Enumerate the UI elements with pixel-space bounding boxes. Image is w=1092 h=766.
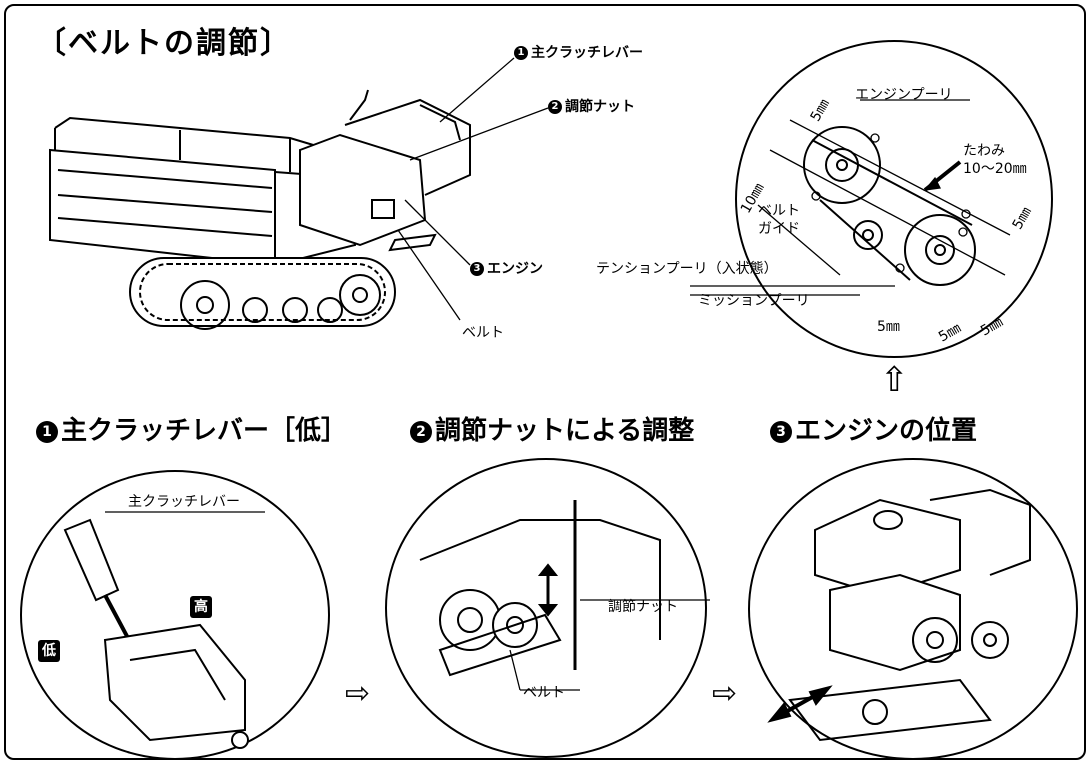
mission-pulley-label: ミッションプーリ <box>698 293 810 309</box>
step-number: 3 <box>770 420 792 443</box>
page-title: 〔ベルトの調節〕 <box>36 26 292 61</box>
callout-number: 3 <box>470 262 484 276</box>
up-arrow-icon: ⇧ <box>880 360 909 400</box>
step-text: 主クラッチレバー［低］ <box>61 416 348 446</box>
callout-text: 調節ナット <box>565 99 635 115</box>
step-text: 調節ナットによる調整 <box>435 416 695 446</box>
belt-guide-label-2: ガイド <box>758 221 800 237</box>
pulley-detail-circle <box>735 40 1053 358</box>
high-position-label: 高 <box>190 596 212 618</box>
engine-pulley-label: エンジンプーリ <box>855 87 953 103</box>
step-number: 1 <box>36 420 58 443</box>
step-text: エンジンの位置 <box>795 416 978 446</box>
callout-number: 1 <box>514 46 528 60</box>
callout-text: 主クラッチレバー <box>531 45 643 61</box>
slack-label: たわみ <box>963 143 1005 159</box>
callout-belt: ベルト <box>462 325 504 341</box>
slack-value: 10〜20㎜ <box>963 161 1027 177</box>
tension-pulley-label: テンションプーリ（入状態） <box>596 261 778 277</box>
step-number: 2 <box>410 420 432 443</box>
dim-bottom-1: 5㎜ <box>877 319 900 335</box>
panel2-belt-label: ベルト <box>523 685 565 701</box>
callout-text: エンジン <box>487 261 543 277</box>
belt-guide-label-1: ベルト <box>758 203 800 219</box>
page-frame <box>4 4 1086 760</box>
low-position-label: 低 <box>38 640 60 662</box>
right-arrow-icon: ⇨ <box>345 676 371 711</box>
right-arrow-icon-2: ⇨ <box>712 676 738 711</box>
callout-number: 2 <box>548 100 562 114</box>
panel2-nut-label: 調節ナット <box>608 599 678 615</box>
panel1-lever-label: 主クラッチレバー <box>128 494 240 510</box>
